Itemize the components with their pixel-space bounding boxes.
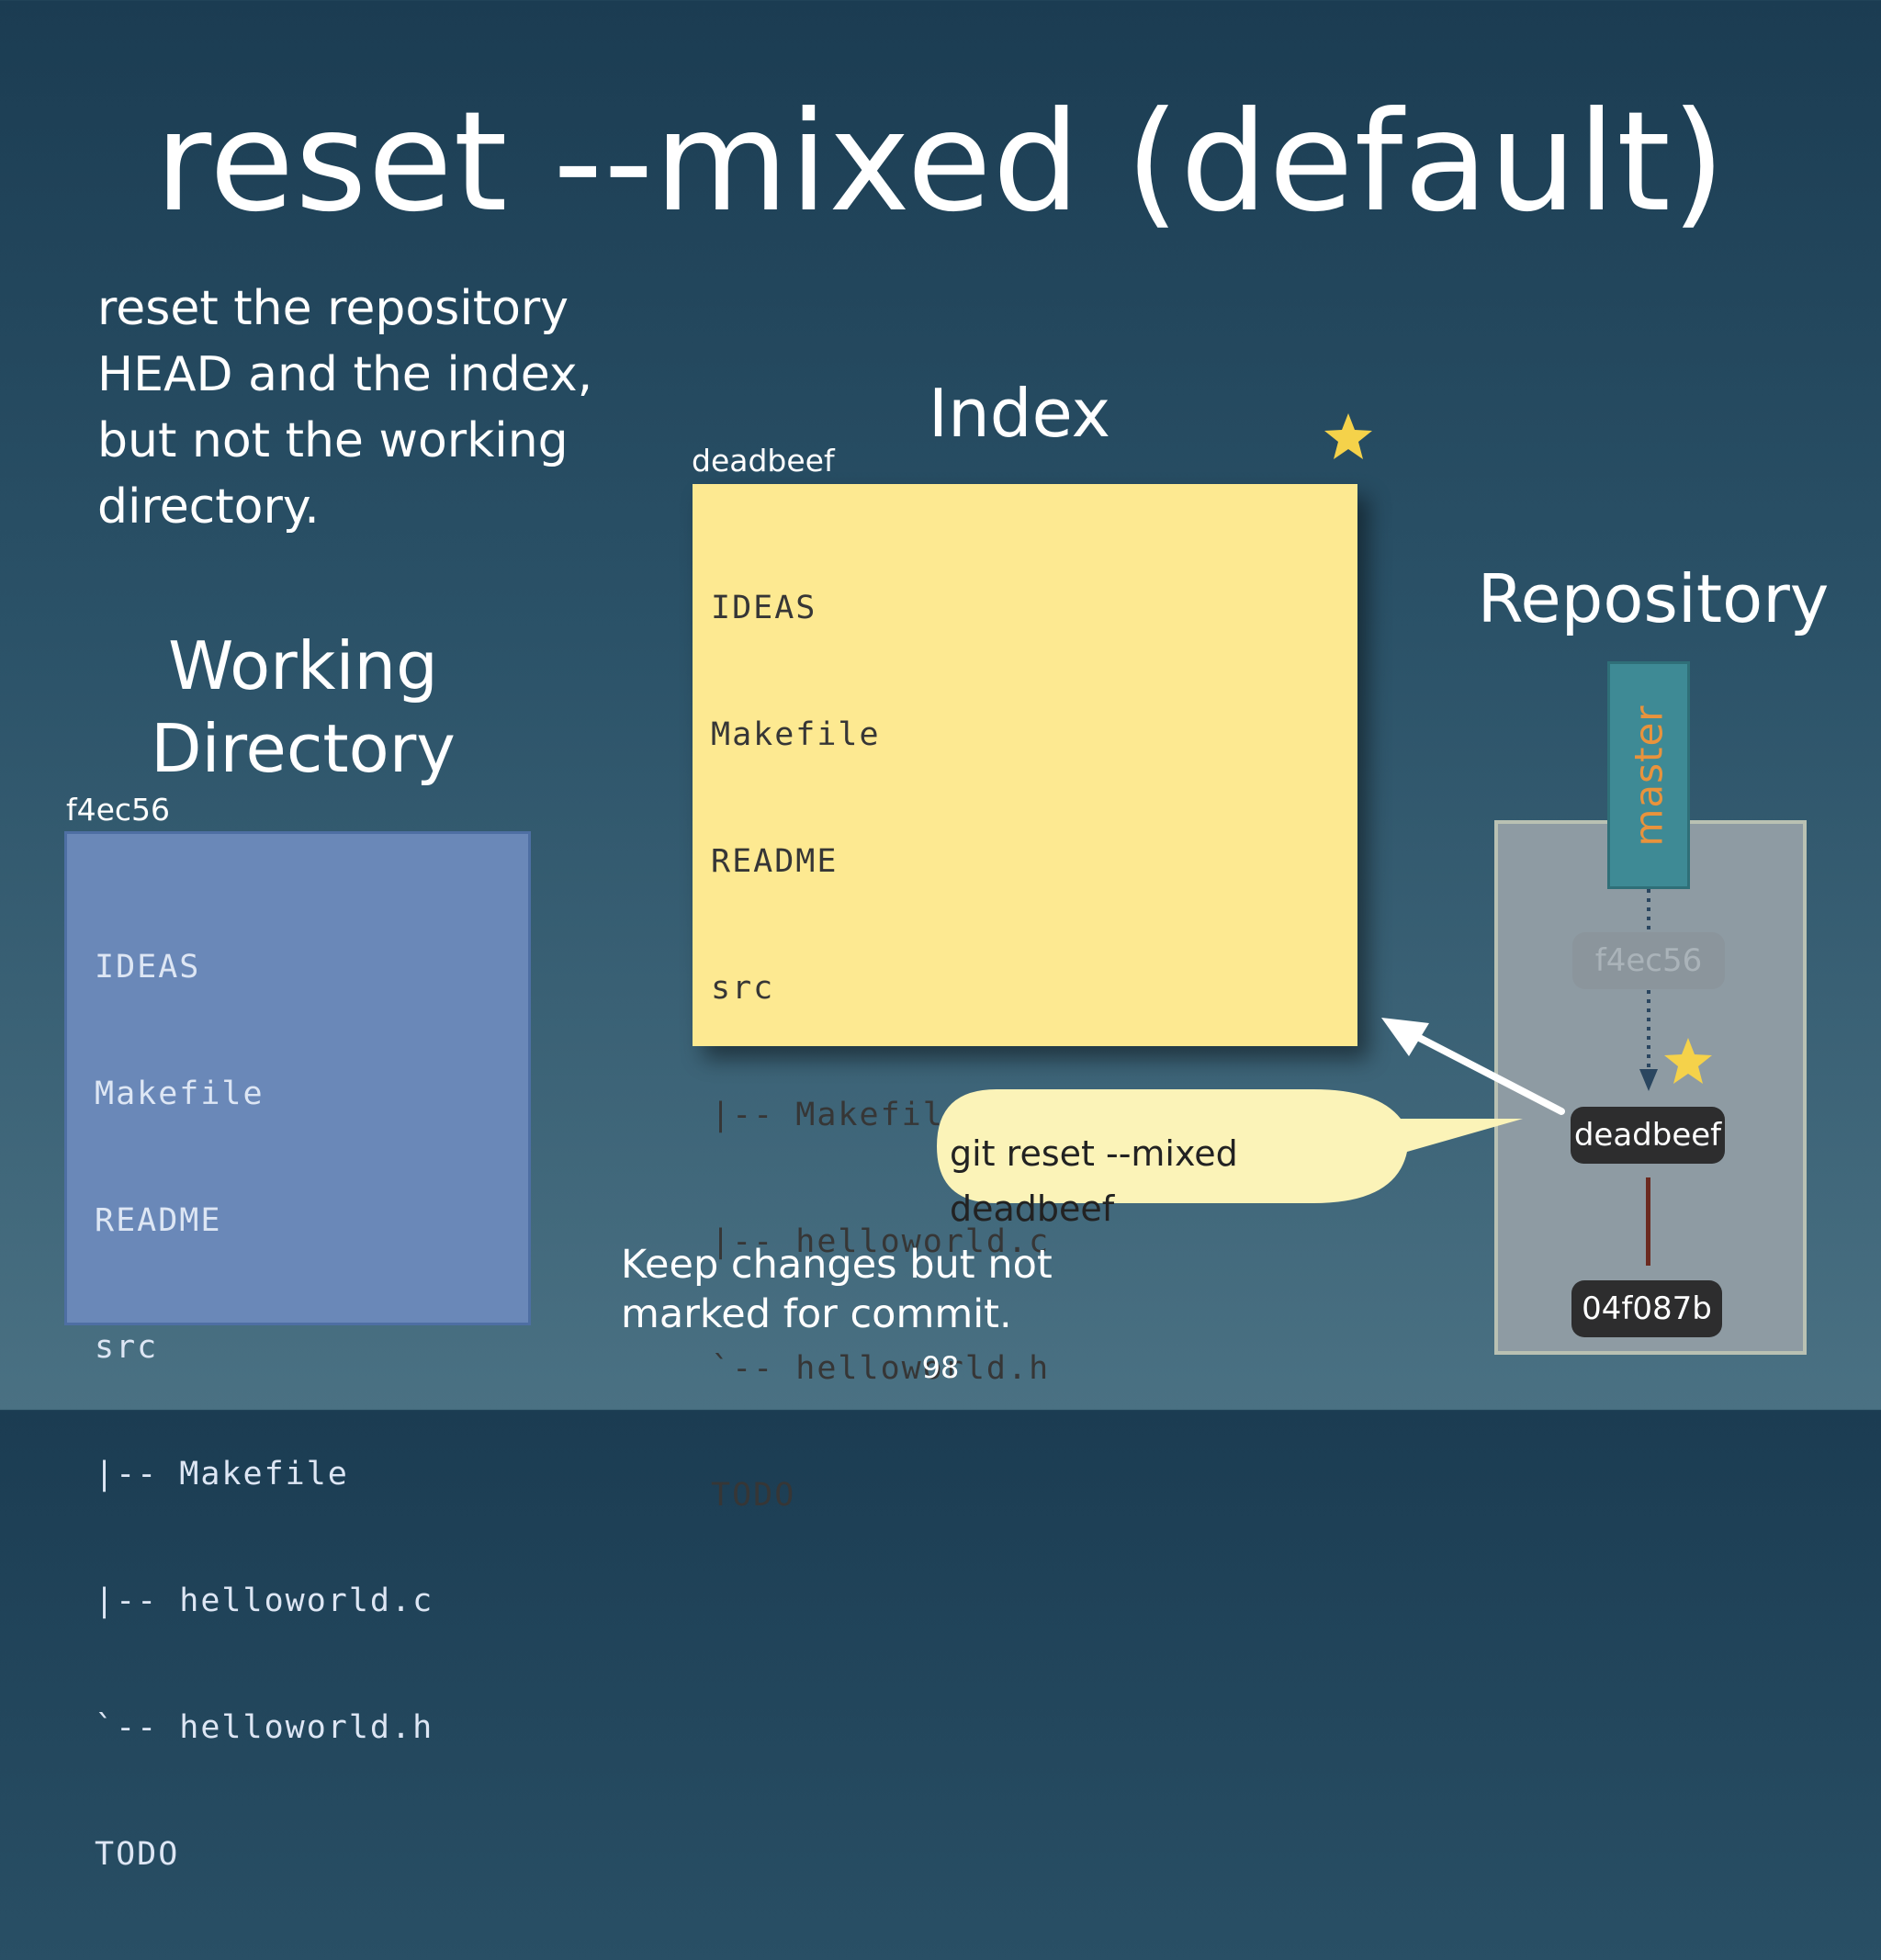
working-directory-heading: Working Directory — [119, 625, 487, 790]
footer-note-line2: marked for commit. — [621, 1291, 1012, 1337]
index-heading: Index — [928, 375, 1111, 452]
commit-link — [1646, 1177, 1650, 1266]
slide-description: reset the repository HEAD and the index,… — [97, 281, 593, 535]
file-entry: IDEAS — [95, 949, 201, 986]
reset-arrow-icon — [1381, 1018, 1565, 1115]
branch-name: master — [1626, 704, 1672, 847]
working-directory-heading-line2: Directory — [151, 710, 456, 787]
index-box: IDEAS Makefile README src |-- Makefile |… — [693, 484, 1357, 1514]
working-directory-file-list: IDEAS Makefile README src |-- Makefile |… — [95, 862, 528, 1960]
file-entry: src — [95, 1329, 159, 1366]
slide-title: reset --mixed (default) — [154, 83, 1727, 242]
index-file-list: IDEAS Makefile README src |-- Makefile |… — [711, 502, 1357, 1601]
working-directory-heading-line1: Working — [168, 627, 438, 704]
file-entry: `-- helloworld.h — [711, 1350, 1051, 1387]
footer-note: Keep changes but not marked for commit. — [621, 1240, 1098, 1339]
index-hash: deadbeef — [692, 443, 835, 479]
commit-node-f4ec56: f4ec56 — [1572, 932, 1725, 989]
head-pointer-arrow-icon — [1639, 889, 1658, 1091]
repository-heading: Repository — [1477, 560, 1830, 637]
file-entry: README — [711, 843, 839, 880]
branch-master-label: master — [1607, 661, 1690, 889]
file-entry: src — [711, 970, 775, 1007]
command-speech-bubble — [937, 1089, 1523, 1203]
file-entry: Makefile — [95, 1076, 265, 1112]
star-icon — [1664, 1038, 1712, 1084]
file-entry: |-- Makefile — [95, 1456, 349, 1493]
file-entry: README — [95, 1202, 222, 1239]
file-entry: Makefile — [711, 716, 881, 753]
file-entry: `-- helloworld.h — [95, 1709, 434, 1746]
command-text: git reset --mixed deadbeef — [950, 1133, 1238, 1229]
working-directory-box: IDEAS Makefile README src |-- Makefile |… — [64, 831, 531, 1873]
file-entry: |-- Makefile — [711, 1097, 965, 1133]
working-directory-hash: f4ec56 — [66, 792, 171, 828]
footer-note-line1: Keep changes but not — [621, 1242, 1053, 1288]
file-entry: |-- helloworld.c — [95, 1583, 434, 1619]
star-icon — [1324, 413, 1372, 459]
commit-node-04f087b: 04f087b — [1571, 1280, 1722, 1337]
file-entry: TODO — [95, 1836, 180, 1873]
page-number: 98 — [921, 1350, 960, 1385]
file-entry: |-- helloworld.c — [711, 1223, 1051, 1260]
commit-node-deadbeef: deadbeef — [1571, 1107, 1725, 1164]
file-entry: TODO — [711, 1477, 796, 1514]
file-entry: IDEAS — [711, 590, 817, 626]
